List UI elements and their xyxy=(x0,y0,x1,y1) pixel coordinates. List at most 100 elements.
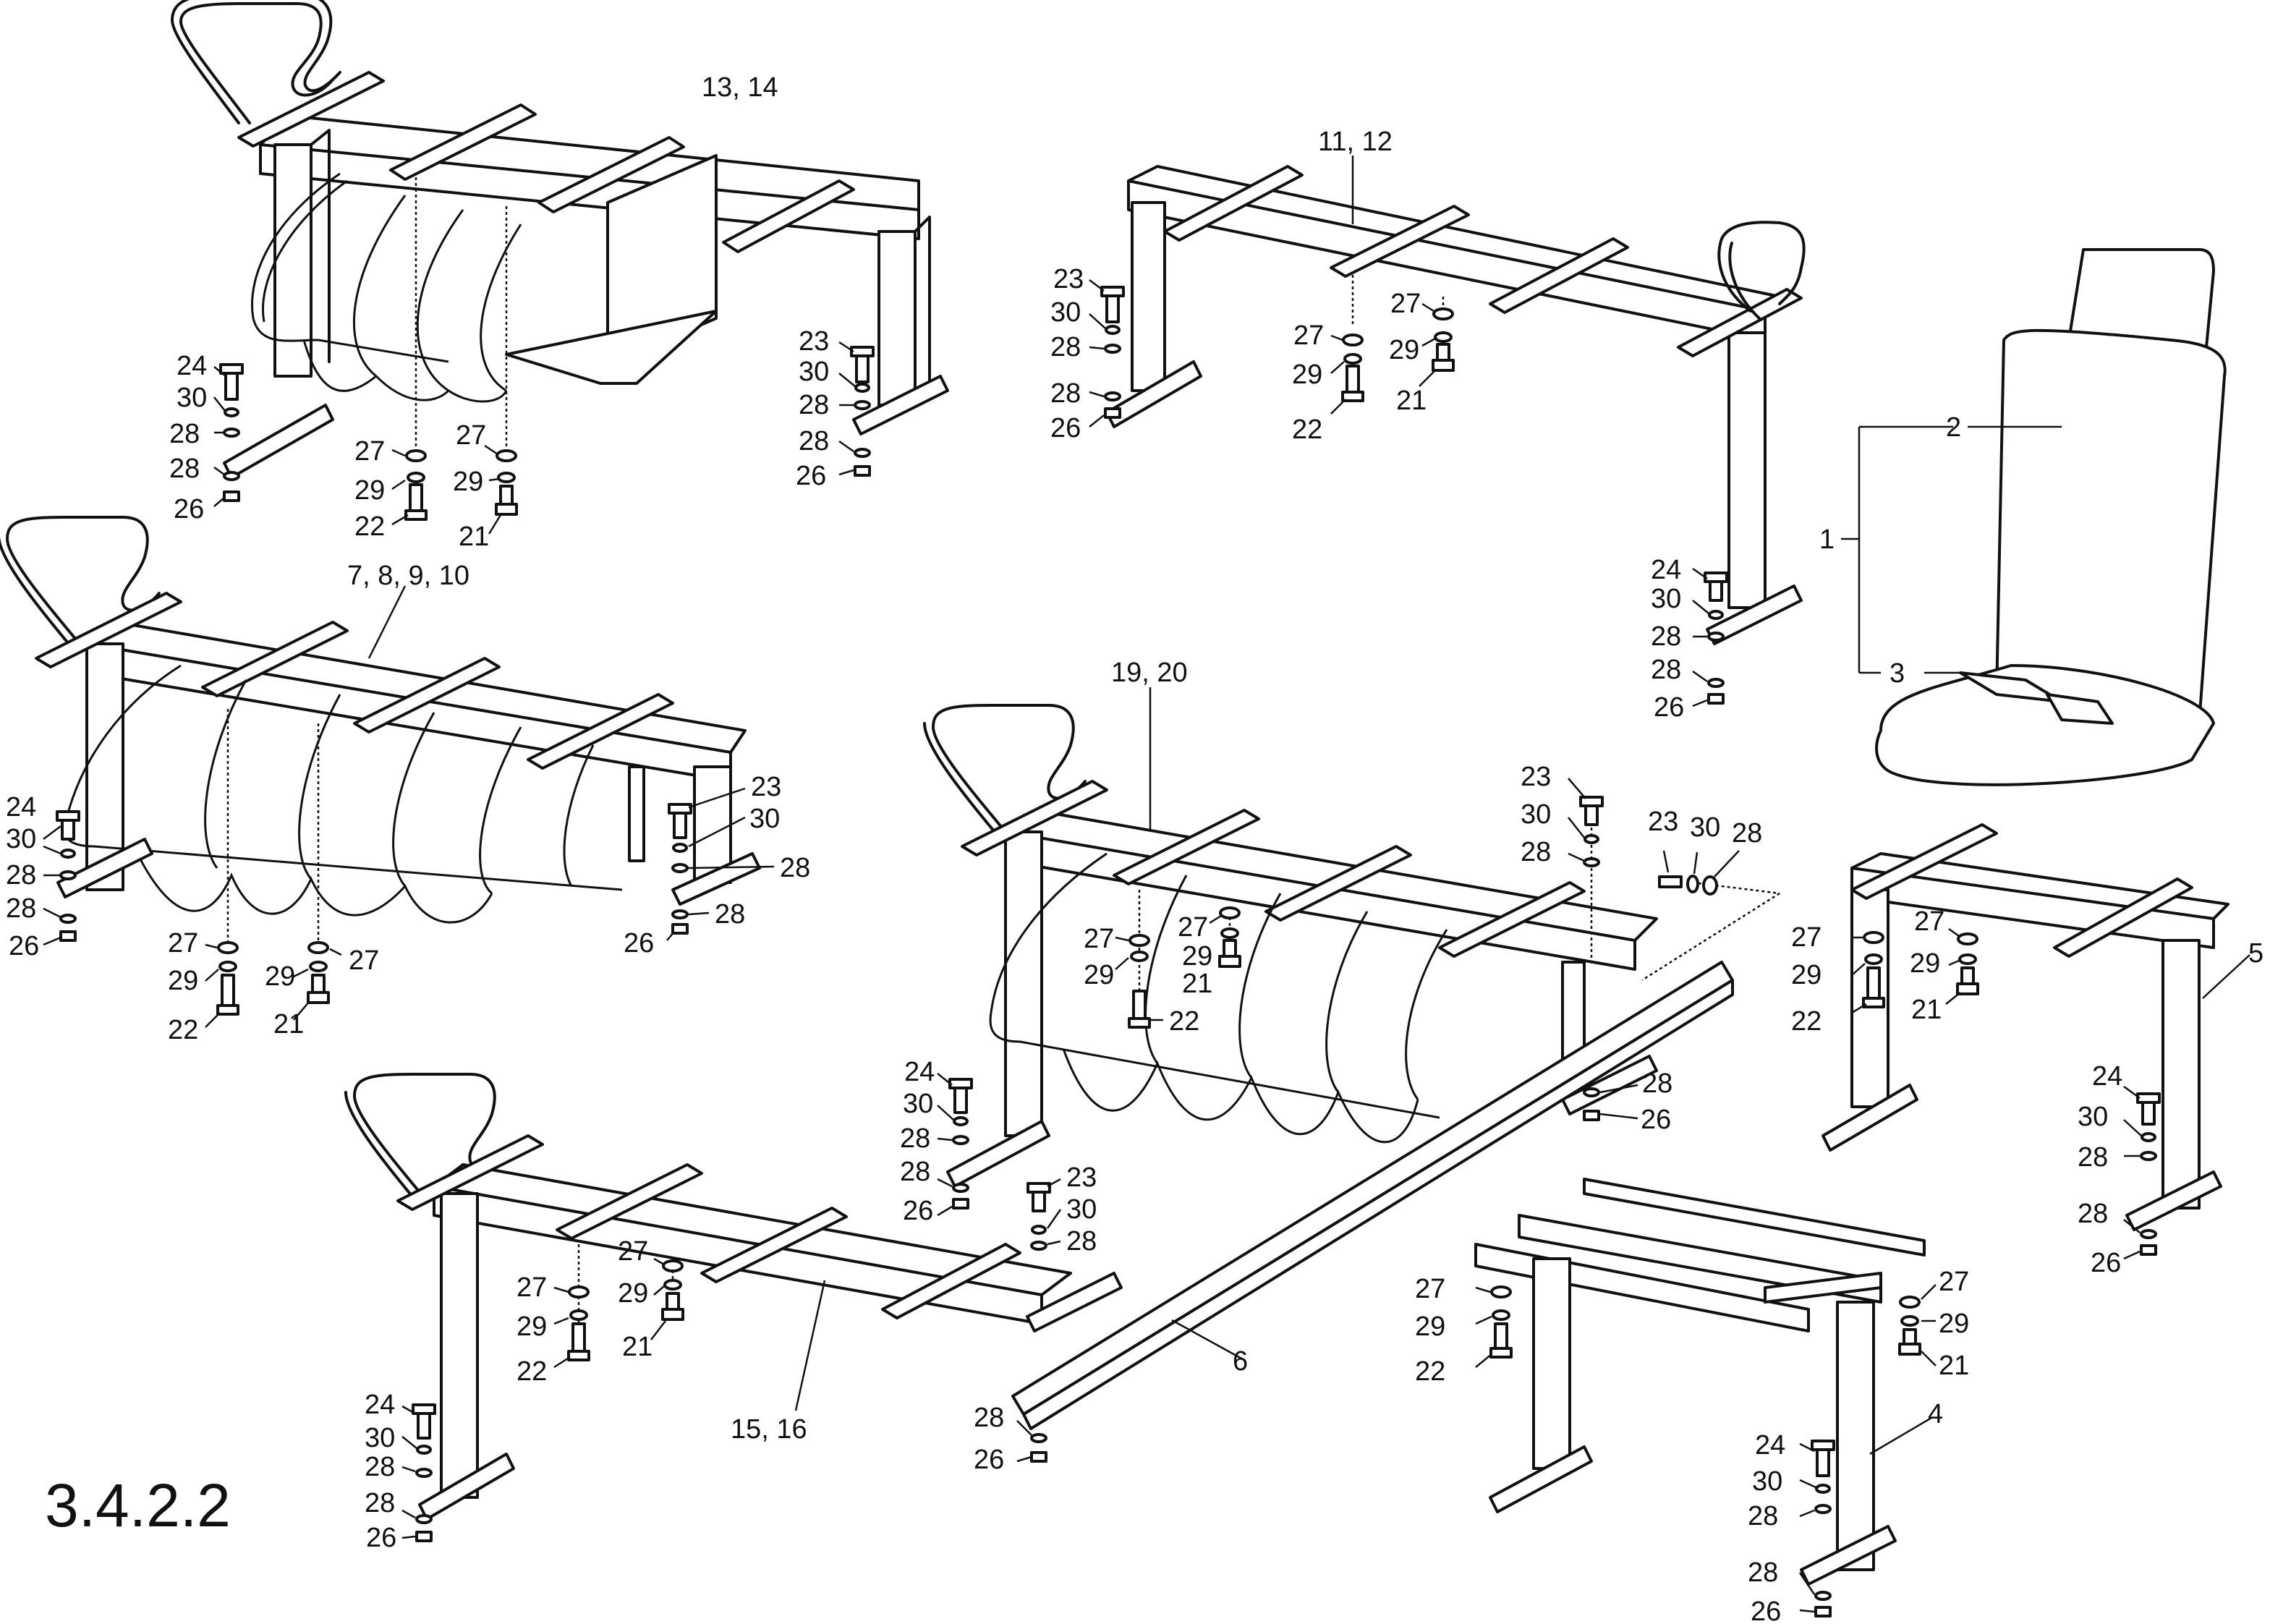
fastener-stack-e xyxy=(1330,302,1455,414)
label-29: 29 xyxy=(1389,335,1419,365)
label-26: 26 xyxy=(174,494,204,524)
label-29: 29 xyxy=(354,475,385,506)
frame-part-5 xyxy=(1821,823,2250,1231)
label-28: 28 xyxy=(365,1488,395,1518)
label-28: 28 xyxy=(2078,1199,2108,1229)
label-28: 28 xyxy=(799,390,829,420)
label-21: 21 xyxy=(459,522,489,552)
label-28: 28 xyxy=(1050,378,1081,409)
label-28: 28 xyxy=(780,853,810,883)
label-28: 28 xyxy=(799,426,829,456)
fastener-stack-n xyxy=(553,1257,684,1369)
label-30: 30 xyxy=(1752,1466,1782,1497)
label-22: 22 xyxy=(168,1015,198,1045)
label-26: 26 xyxy=(1641,1105,1671,1135)
label-27: 27 xyxy=(517,1272,547,1303)
label-24: 24 xyxy=(1651,555,1681,585)
label-30: 30 xyxy=(1050,297,1081,328)
label-23: 23 xyxy=(1648,807,1678,837)
fastener-stack-c xyxy=(838,341,875,477)
figure-number: 3.4.2.2 xyxy=(45,1471,231,1539)
label-29: 29 xyxy=(1292,360,1322,390)
label-23: 23 xyxy=(1053,264,1084,294)
label-28: 28 xyxy=(1050,332,1081,362)
fastener-stack-f xyxy=(1692,567,1728,707)
fastener-stack-u xyxy=(1798,1440,1835,1617)
label-seat-3: 3 xyxy=(1889,658,1905,689)
fastener-stack-d xyxy=(1089,279,1125,428)
fastener-stack-l xyxy=(1568,778,1740,1121)
label-26: 26 xyxy=(624,928,654,958)
frame-part-4 xyxy=(1474,1178,1932,1586)
fastener-stack-m xyxy=(401,1403,436,1542)
label-24: 24 xyxy=(177,351,207,381)
label-24: 24 xyxy=(1755,1430,1785,1461)
label-29: 29 xyxy=(168,966,198,996)
fastener-stack-s xyxy=(1475,1285,1513,1368)
fastener-stacks xyxy=(43,279,2161,1617)
beam-part-6 xyxy=(1011,961,1734,1430)
label-28: 28 xyxy=(1651,621,1681,652)
fastener-stack-p xyxy=(1016,1420,1047,1463)
label-27: 27 xyxy=(1791,922,1821,953)
label-26: 26 xyxy=(1751,1597,1781,1624)
label-frame-5: 5 xyxy=(2248,938,2263,969)
label-26: 26 xyxy=(974,1445,1004,1475)
label-27: 27 xyxy=(1939,1267,1969,1297)
label-29: 29 xyxy=(453,467,483,497)
label-22: 22 xyxy=(1292,414,1322,445)
label-30: 30 xyxy=(1066,1194,1097,1225)
label-frame-4: 4 xyxy=(1928,1399,1943,1429)
label-assembly-15-16: 15, 16 xyxy=(731,1414,807,1445)
fastener-stack-g xyxy=(43,810,80,946)
label-22: 22 xyxy=(517,1356,547,1387)
label-27: 27 xyxy=(354,436,385,467)
label-23: 23 xyxy=(751,772,781,802)
label-28: 28 xyxy=(6,860,36,890)
label-30: 30 xyxy=(1521,799,1551,830)
label-28: 28 xyxy=(169,419,200,449)
label-assembly-11-12: 11, 12 xyxy=(1318,127,1393,157)
label-27: 27 xyxy=(456,420,486,451)
label-28: 28 xyxy=(1732,818,1762,849)
fastener-stack-a xyxy=(213,363,244,507)
label-30: 30 xyxy=(1690,812,1720,843)
fastener-stack-b xyxy=(391,444,518,535)
label-28: 28 xyxy=(1642,1068,1672,1099)
label-29: 29 xyxy=(618,1278,648,1309)
label-21: 21 xyxy=(273,1009,304,1040)
label-assembly-19-20: 19, 20 xyxy=(1111,658,1188,688)
label-22: 22 xyxy=(1415,1356,1445,1387)
label-30: 30 xyxy=(749,804,780,834)
fastener-stack-k xyxy=(937,1073,973,1217)
label-27: 27 xyxy=(1084,924,1114,954)
label-26: 26 xyxy=(1050,413,1081,443)
label-28: 28 xyxy=(169,454,200,484)
label-29: 29 xyxy=(1415,1311,1445,1342)
label-26: 26 xyxy=(2091,1248,2121,1278)
assembly-15-16 xyxy=(344,1073,1123,1521)
label-28: 28 xyxy=(1748,1557,1778,1588)
label-28: 28 xyxy=(900,1123,930,1154)
label-28: 28 xyxy=(2078,1142,2108,1173)
label-29: 29 xyxy=(1910,948,1940,979)
label-30: 30 xyxy=(903,1089,933,1119)
assembly-13-14 xyxy=(171,0,949,479)
label-28: 28 xyxy=(1651,655,1681,685)
label-29: 29 xyxy=(1791,960,1821,990)
label-27: 27 xyxy=(1415,1274,1445,1304)
label-26: 26 xyxy=(796,461,826,491)
label-27: 27 xyxy=(1293,320,1324,351)
label-27: 27 xyxy=(1178,912,1208,943)
label-seat-1: 1 xyxy=(1819,524,1835,555)
label-seat-2: 2 xyxy=(1946,412,1961,443)
label-21: 21 xyxy=(1911,995,1942,1025)
label-23: 23 xyxy=(1066,1162,1097,1193)
label-30: 30 xyxy=(365,1423,395,1453)
label-29: 29 xyxy=(517,1311,547,1342)
label-assembly-7-8-9-10: 7, 8, 9, 10 xyxy=(347,561,469,591)
seat-assembly-1 xyxy=(1841,248,2227,786)
label-27: 27 xyxy=(168,928,198,958)
